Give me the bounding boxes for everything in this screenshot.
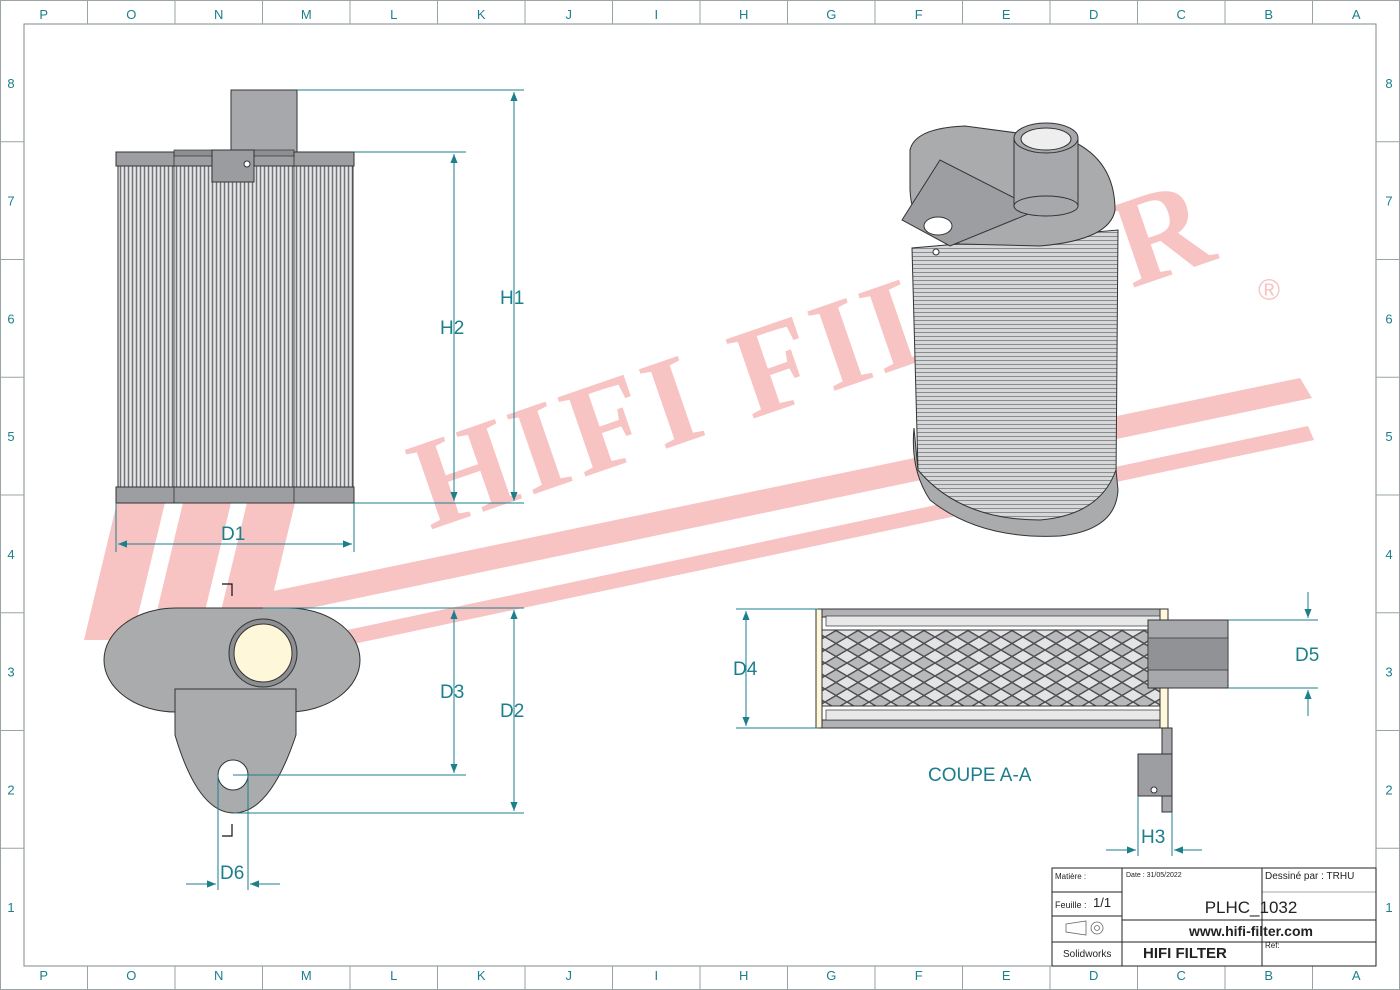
tb-feuille-value: 1/1 xyxy=(1093,895,1111,910)
zone-col-bottom-G: G xyxy=(826,968,836,983)
dim-label-d2: D2 xyxy=(500,701,524,722)
zone-col-top-P: P xyxy=(39,7,48,22)
dim-label-h3: H3 xyxy=(1141,827,1165,848)
zone-row-labels-left: 8 7 6 5 4 3 2 1 xyxy=(7,76,14,915)
zone-row-left-2: 2 xyxy=(7,782,14,797)
zone-row-left-7: 7 xyxy=(7,194,14,209)
zone-col-top-M: M xyxy=(301,7,312,22)
zone-row-left-6: 6 xyxy=(7,311,14,326)
zone-row-right-4: 4 xyxy=(1385,547,1392,562)
zone-col-bottom-K: K xyxy=(477,968,486,983)
zone-col-bottom-J: J xyxy=(566,968,573,983)
zone-col-bottom-L: L xyxy=(390,968,397,983)
zone-col-top-F: F xyxy=(915,7,923,22)
zone-row-labels-right: 8 7 6 5 4 3 2 1 xyxy=(1385,76,1392,915)
title-block: Matière : Date : 31/05/2022 Dessiné par … xyxy=(1051,867,1377,967)
zone-col-top-G: G xyxy=(826,7,836,22)
dimension-labels: H1 H2 D1 D2 D3 D6 D4 D5 H3 COUPE A-A xyxy=(220,288,1319,884)
zone-col-top-O: O xyxy=(126,7,136,22)
zone-row-right-8: 8 xyxy=(1385,76,1392,91)
dim-label-d4: D4 xyxy=(733,659,758,680)
zone-col-bottom-B: B xyxy=(1264,968,1273,983)
dim-label-d1: D1 xyxy=(221,524,245,545)
zone-col-bottom-H: H xyxy=(739,968,748,983)
tb-software: Solidworks xyxy=(1063,949,1111,960)
zone-row-right-7: 7 xyxy=(1385,194,1392,209)
dimension-lines xyxy=(115,89,1318,890)
tb-brand: HIFI FILTER xyxy=(1143,945,1227,962)
zone-col-top-K: K xyxy=(477,7,486,22)
front-view xyxy=(115,89,355,504)
tb-ref-label: Ref: xyxy=(1265,941,1280,950)
zone-row-left-1: 1 xyxy=(7,900,14,915)
zone-col-bottom-M: M xyxy=(301,968,312,983)
zone-col-bottom-O: O xyxy=(126,968,136,983)
tb-matiere-label: Matière : xyxy=(1055,872,1086,881)
zone-row-right-6: 6 xyxy=(1385,311,1392,326)
zone-col-top-L: L xyxy=(390,7,397,22)
zone-col-top-N: N xyxy=(214,7,223,22)
tb-feuille-label: Feuille : xyxy=(1055,900,1087,910)
zone-col-bottom-P: P xyxy=(39,968,48,983)
dim-label-d3: D3 xyxy=(440,682,464,703)
zone-row-left-3: 3 xyxy=(7,665,14,680)
zone-col-bottom-I: I xyxy=(654,968,658,983)
zone-col-top-C: C xyxy=(1177,7,1186,22)
dim-label-d5: D5 xyxy=(1295,645,1319,666)
zone-col-top-E: E xyxy=(1002,7,1011,22)
dim-label-h1: H1 xyxy=(500,288,524,309)
section-label: COUPE A-A xyxy=(928,765,1032,786)
tb-website: www.hifi-filter.com xyxy=(1188,923,1313,939)
zone-row-right-3: 3 xyxy=(1385,665,1392,680)
zone-row-left-5: 5 xyxy=(7,429,14,444)
tb-part-number: PLHC_1032 xyxy=(1205,898,1298,917)
zone-col-bottom-E: E xyxy=(1002,968,1011,983)
zone-row-right-1: 1 xyxy=(1385,900,1392,915)
tb-date: Date : 31/05/2022 xyxy=(1126,872,1182,879)
zone-col-top-I: I xyxy=(654,7,658,22)
zone-col-top-J: J xyxy=(566,7,573,22)
zone-col-bottom-D: D xyxy=(1089,968,1098,983)
zone-row-left-8: 8 xyxy=(7,76,14,91)
zone-col-top-A: A xyxy=(1352,7,1361,22)
projection-symbol-icon xyxy=(1065,920,1104,936)
zone-col-top-H: H xyxy=(739,7,748,22)
zone-col-bottom-C: C xyxy=(1177,968,1186,983)
tb-dessine: Dessiné par : TRHU xyxy=(1265,871,1354,882)
dim-label-d6: D6 xyxy=(220,863,244,884)
watermark-registered-mark: ® xyxy=(1258,274,1280,307)
section-view xyxy=(815,608,1229,813)
isometric-view xyxy=(901,122,1119,537)
zone-col-top-D: D xyxy=(1089,7,1098,22)
zone-col-bottom-N: N xyxy=(214,968,223,983)
zone-col-top-B: B xyxy=(1264,7,1273,22)
zone-row-right-5: 5 xyxy=(1385,429,1392,444)
zone-row-left-4: 4 xyxy=(7,547,14,562)
dim-label-h2: H2 xyxy=(440,318,464,339)
zone-row-right-2: 2 xyxy=(1385,782,1392,797)
top-view xyxy=(103,583,361,837)
zone-col-bottom-A: A xyxy=(1352,968,1361,983)
zone-col-bottom-F: F xyxy=(915,968,923,983)
